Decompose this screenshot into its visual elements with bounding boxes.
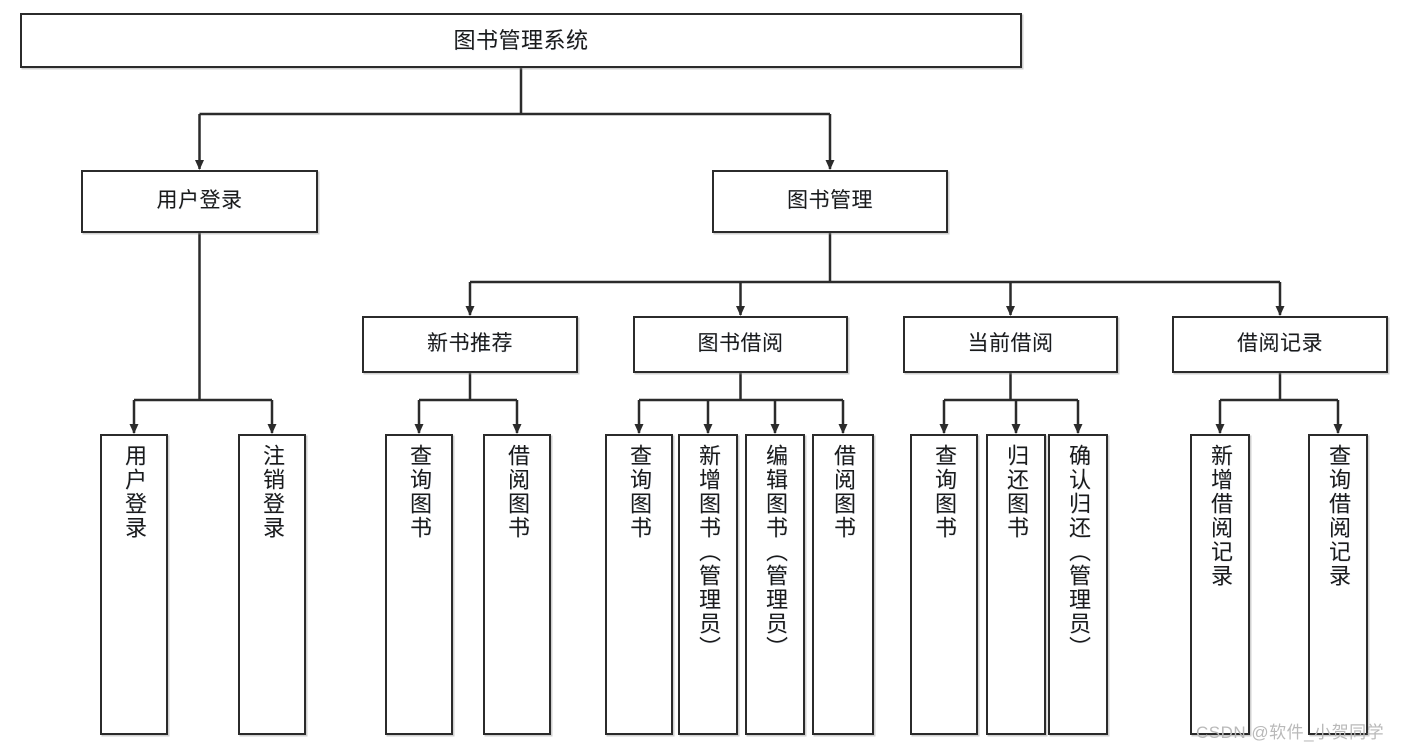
node-label: 新增图书（管理员） bbox=[695, 444, 721, 660]
node-label: 当前借阅 bbox=[967, 332, 1054, 356]
node-f8[interactable]: 借阅图书 bbox=[812, 434, 874, 735]
node-f13[interactable]: 查询借阅记录 bbox=[1308, 434, 1368, 735]
node-l2a[interactable]: 新书推荐 bbox=[362, 316, 578, 373]
node-label: 新增借阅记录 bbox=[1207, 444, 1233, 588]
node-f1[interactable]: 用户登录 bbox=[100, 434, 168, 735]
node-f3[interactable]: 查询图书 bbox=[385, 434, 453, 735]
node-f12[interactable]: 新增借阅记录 bbox=[1190, 434, 1250, 735]
node-f10[interactable]: 归还图书 bbox=[986, 434, 1046, 735]
node-label: 借阅记录 bbox=[1237, 332, 1323, 356]
node-l1a[interactable]: 用户登录 bbox=[81, 170, 318, 233]
node-label: 归还图书 bbox=[1003, 444, 1029, 540]
node-root[interactable]: 图书管理系统 bbox=[20, 13, 1022, 68]
watermark: CSDN @软件_小贺同学 bbox=[1196, 723, 1385, 742]
node-label: 编辑图书（管理员） bbox=[762, 444, 788, 660]
node-label: 图书借阅 bbox=[697, 332, 784, 356]
node-label: 查询图书 bbox=[406, 444, 432, 540]
node-label: 注销登录 bbox=[259, 444, 285, 540]
node-f5[interactable]: 查询图书 bbox=[605, 434, 673, 735]
node-label: 确认归还（管理员） bbox=[1065, 444, 1091, 660]
node-label: 借阅图书 bbox=[830, 444, 856, 540]
node-l1b[interactable]: 图书管理 bbox=[712, 170, 948, 233]
node-l2d[interactable]: 借阅记录 bbox=[1172, 316, 1388, 373]
node-l2c[interactable]: 当前借阅 bbox=[903, 316, 1118, 373]
node-label: 图书管理系统 bbox=[453, 27, 589, 53]
node-label: 用户登录 bbox=[121, 444, 147, 540]
node-l2b[interactable]: 图书借阅 bbox=[633, 316, 848, 373]
node-label: 查询图书 bbox=[626, 444, 652, 540]
node-label: 查询借阅记录 bbox=[1325, 444, 1351, 588]
node-label: 用户登录 bbox=[156, 189, 243, 213]
node-label: 查询图书 bbox=[931, 444, 957, 540]
node-label: 图书管理 bbox=[787, 189, 873, 213]
node-label: 新书推荐 bbox=[427, 332, 513, 356]
node-f9[interactable]: 查询图书 bbox=[910, 434, 978, 735]
node-f7[interactable]: 编辑图书（管理员） bbox=[745, 434, 805, 735]
node-label: 借阅图书 bbox=[504, 444, 530, 540]
node-f4[interactable]: 借阅图书 bbox=[483, 434, 551, 735]
node-f6[interactable]: 新增图书（管理员） bbox=[678, 434, 738, 735]
node-f2[interactable]: 注销登录 bbox=[238, 434, 306, 735]
node-f11[interactable]: 确认归还（管理员） bbox=[1048, 434, 1108, 735]
